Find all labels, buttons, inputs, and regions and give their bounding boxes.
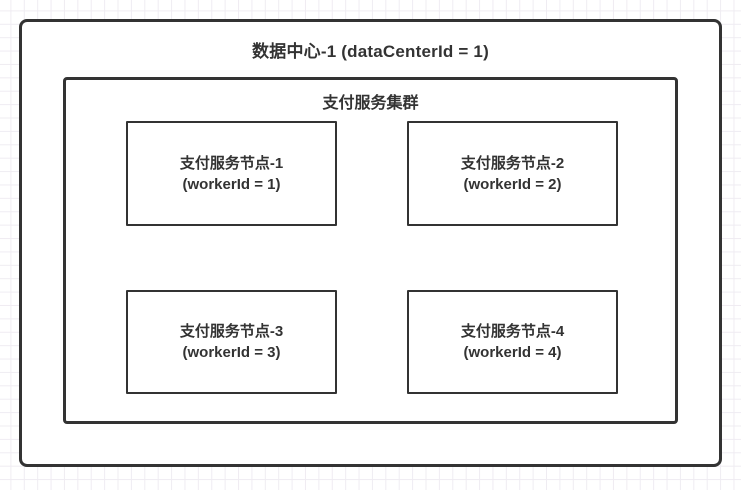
payment-node-3: 支付服务节点-3 (workerId = 3) [126, 290, 337, 394]
payment-node-2-name: 支付服务节点-2 [460, 154, 565, 172]
payment-node-1-name: 支付服务节点-1 [179, 154, 284, 172]
payment-node-2: 支付服务节点-2 (workerId = 2) [407, 121, 618, 226]
cluster-title: 支付服务集群 [322, 95, 419, 112]
datacenter-title: 数据中心-1 (dataCenterId = 1) [252, 42, 489, 61]
payment-node-3-worker-id: (workerId = 3) [182, 344, 281, 361]
payment-node-4: 支付服务节点-4 (workerId = 4) [407, 290, 618, 394]
payment-node-4-worker-id: (workerId = 4) [463, 344, 562, 361]
payment-node-1-worker-id: (workerId = 1) [182, 175, 281, 193]
payment-node-2-worker-id: (workerId = 2) [463, 175, 562, 193]
payment-node-3-name: 支付服务节点-3 [179, 323, 284, 340]
payment-node-4-name: 支付服务节点-4 [460, 323, 565, 340]
payment-node-1: 支付服务节点-1 (workerId = 1) [126, 121, 337, 226]
